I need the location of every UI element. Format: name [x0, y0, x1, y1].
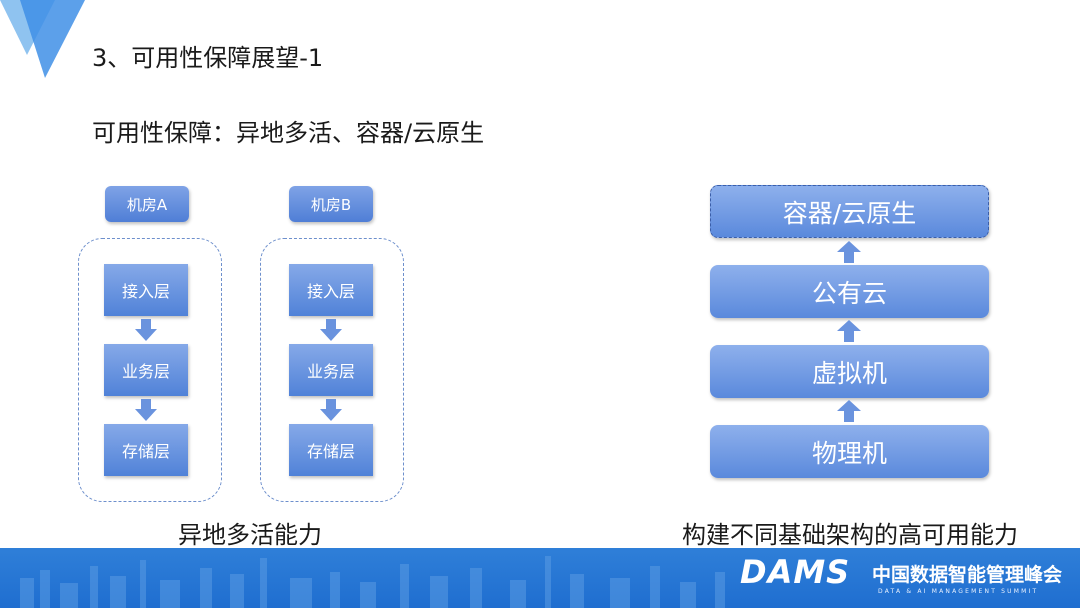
up-arrow-icon	[837, 400, 861, 422]
footer-banner	[0, 548, 1080, 608]
down-arrow-icon	[135, 319, 157, 341]
down-arrow-icon	[135, 399, 157, 421]
down-arrow-icon	[320, 399, 342, 421]
slide-subtitle: 可用性保障：异地多活、容器/云原生	[92, 119, 485, 147]
corner-logo-triangles	[0, 0, 85, 78]
up-arrow-icon	[837, 320, 861, 342]
room-b-label: 机房B	[289, 186, 373, 222]
up-arrow-icon	[837, 241, 861, 263]
left-caption: 异地多活能力	[178, 521, 322, 549]
room-a-storage-layer: 存储层	[104, 424, 188, 476]
summit-name-cn: 中国数据智能管理峰会	[872, 564, 1063, 586]
slide-title: 3、可用性保障展望-1	[92, 44, 324, 72]
room-a-business-layer: 业务层	[104, 344, 188, 396]
stack-container-cloud-native: 容器/云原生	[710, 185, 989, 238]
room-a-label: 机房A	[105, 186, 189, 222]
room-b-storage-layer: 存储层	[289, 424, 373, 476]
room-a-access-layer: 接入层	[104, 264, 188, 316]
stack-virtual-machine: 虚拟机	[710, 345, 989, 398]
stack-physical-machine: 物理机	[710, 425, 989, 478]
skyline-decoration	[20, 556, 725, 608]
down-arrow-icon	[320, 319, 342, 341]
room-b-business-layer: 业务层	[289, 344, 373, 396]
right-caption: 构建不同基础架构的高可用能力	[682, 521, 1018, 549]
stack-public-cloud: 公有云	[710, 265, 989, 318]
room-a-group	[78, 238, 222, 502]
dams-logo-text: DAMS	[740, 553, 851, 591]
room-b-group	[260, 238, 404, 502]
summit-name-en: DATA & AI MANAGEMENT SUMMIT	[878, 588, 1039, 595]
room-b-access-layer: 接入层	[289, 264, 373, 316]
